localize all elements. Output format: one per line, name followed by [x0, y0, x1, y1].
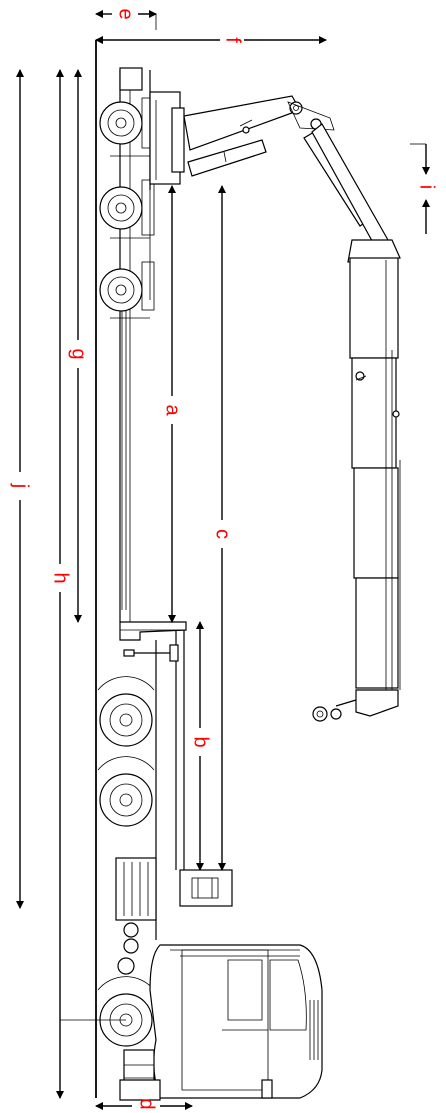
label-j: j: [10, 483, 32, 488]
label-f: f: [222, 37, 244, 43]
dimension-d: d: [95, 1098, 193, 1110]
label-a: a: [162, 404, 184, 416]
label-d: d: [136, 1098, 158, 1109]
dimension-i: i: [410, 143, 438, 234]
dimension-c: c: [212, 185, 234, 871]
truck-wheel-2: [97, 756, 155, 827]
crane: [149, 91, 401, 722]
label-g: g: [68, 348, 90, 359]
truck-wheel-1: [97, 676, 155, 747]
label-c: c: [212, 529, 234, 539]
truck-cab: [119, 944, 323, 1101]
label-h: h: [50, 572, 72, 583]
chassis: [115, 67, 233, 975]
trailer-wheel-1: [99, 101, 143, 145]
trailer-wheel-3: [99, 268, 143, 312]
dimension-a: a: [162, 185, 184, 623]
dimension-b: b: [190, 621, 212, 871]
dimension-f: f: [95, 36, 327, 44]
label-b: b: [190, 736, 212, 747]
dimension-g: g: [68, 69, 90, 623]
label-i: i: [416, 185, 438, 189]
trailer-wheel-2: [99, 186, 143, 230]
dimension-h: h: [50, 69, 72, 1099]
dimension-e: e: [95, 8, 157, 30]
label-e: e: [115, 8, 137, 19]
truck-front-wheel: [97, 976, 155, 1047]
trailer-axles: [110, 97, 157, 319]
dimension-j: j: [10, 69, 32, 909]
